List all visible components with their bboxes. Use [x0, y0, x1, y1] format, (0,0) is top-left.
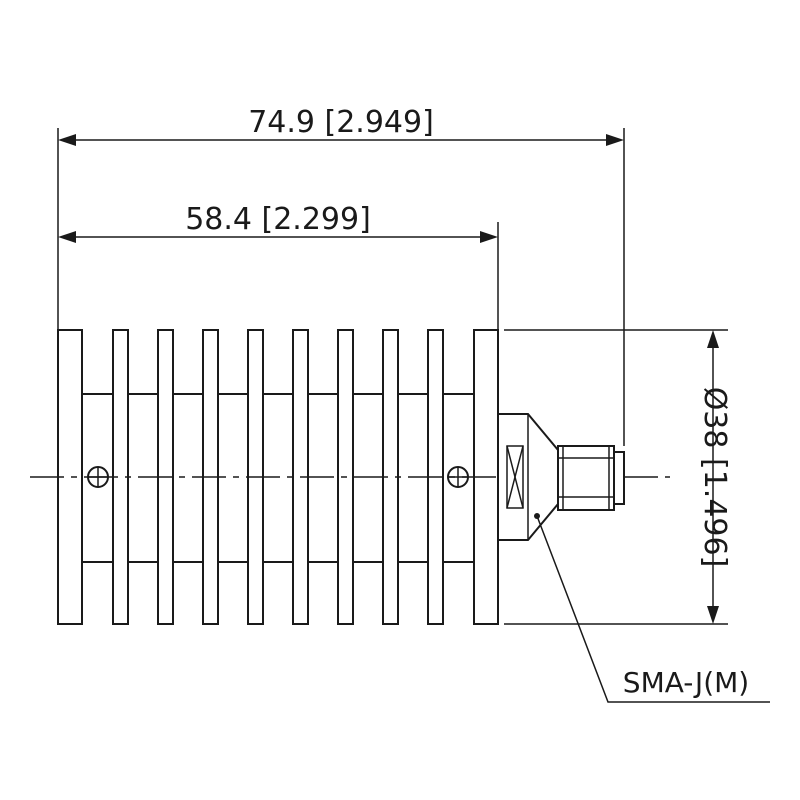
screw-right-icon — [447, 466, 469, 488]
diameter-label: Ø38 [1.496] — [697, 387, 732, 568]
connector-callout: SMA-J(M) — [534, 513, 770, 703]
sma-connector — [497, 413, 625, 541]
body-length-label: 58.4 [2.299] — [185, 202, 371, 237]
connector-label: SMA-J(M) — [623, 666, 749, 699]
diameter-dimension: Ø38 [1.496] — [504, 329, 732, 625]
overall-length-label: 74.9 [2.949] — [248, 105, 434, 140]
overall-length-dimension: 74.9 [2.949] — [57, 105, 625, 446]
screw-left-icon — [87, 466, 109, 488]
body-length-dimension: 58.4 [2.299] — [58, 202, 499, 330]
